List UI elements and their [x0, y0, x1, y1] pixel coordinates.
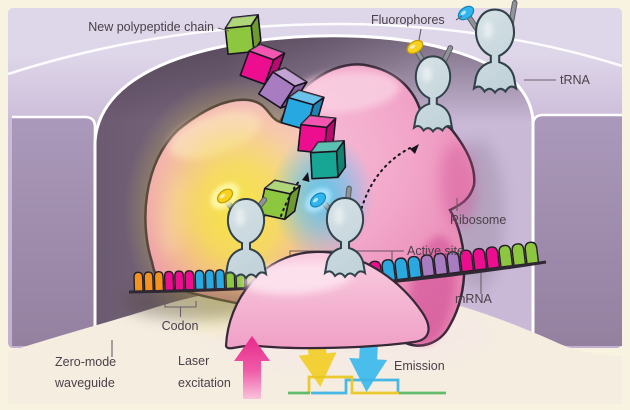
cube-front — [309, 150, 339, 180]
label-zero-mode-line2: waveguide — [54, 376, 115, 390]
mrna-base-green — [498, 244, 514, 268]
amino-acid-transfer-arrow — [280, 179, 301, 217]
label-ribosome: Ribosome — [450, 213, 506, 227]
mrna-base-purple — [446, 251, 462, 275]
mrna-base-magenta — [472, 247, 488, 272]
mrna-base-orange — [153, 271, 165, 292]
polypeptide-chain — [224, 14, 347, 225]
leader-lines — [111, 15, 556, 357]
cube-side-shade — [336, 140, 346, 178]
mrna-base-magenta — [485, 246, 501, 270]
fluorophore-sheen — [219, 193, 226, 199]
mrna-strand-left — [128, 286, 259, 294]
label-fluorophores: Fluorophores — [371, 13, 445, 27]
mrna-base-orange — [143, 271, 155, 292]
label-codon: Codon — [162, 319, 199, 333]
cube-top-light — [310, 140, 345, 153]
labels: New polypeptide chain Fluorophores tRNA … — [54, 13, 591, 390]
mrna-base-green — [524, 241, 540, 265]
cube-top-light — [272, 68, 307, 87]
mrna-base-purple — [420, 254, 436, 278]
trna-exit-arrow — [359, 147, 411, 215]
leader-new-polypeptide — [217, 27, 230, 32]
mrna-base-magenta — [459, 249, 475, 273]
cube-top-light — [288, 90, 324, 105]
label-laser-line2: excitation — [178, 376, 231, 390]
cube-side-shade — [284, 185, 301, 220]
mrna-base-blue — [194, 269, 206, 291]
amino-acid-cube-teal — [309, 140, 347, 180]
label-emission: Emission — [394, 359, 445, 373]
mrna-base-magenta — [184, 270, 195, 291]
waveguide-left-wall — [12, 117, 95, 346]
mrna-base-blue — [407, 255, 423, 279]
leader-fluorophore-yellow — [418, 28, 422, 41]
left-wall-outline — [12, 115, 97, 340]
mrna-base-blue — [204, 269, 216, 291]
mrna-base-orange — [133, 271, 144, 293]
reaction-arrows — [280, 144, 419, 217]
waveguide-rim-arc — [7, 22, 623, 76]
leader-fluorophore-blue — [455, 15, 463, 21]
waveguide-right-wall — [533, 115, 622, 346]
trna-exiting — [406, 39, 454, 133]
mrna-base-blue — [214, 269, 226, 290]
trna-p-site-docked — [210, 182, 269, 279]
label-zero-mode-line1: Zero-mode — [55, 355, 116, 369]
label-active-site: Active site — [407, 244, 464, 258]
label-trna: tRNA — [560, 73, 591, 87]
trace-yellow-dye-signal — [307, 375, 399, 395]
laser-excitation-arrow — [234, 336, 270, 399]
mrna-base-magenta — [163, 270, 175, 292]
fluorophore-p-site-docked — [216, 188, 234, 204]
label-new-polypeptide-chain: New polypeptide chain — [88, 20, 214, 34]
trace-blue-dye-signal — [311, 378, 400, 395]
attached-amino-acid-cube — [258, 179, 301, 221]
fluorophore-sheen — [409, 44, 416, 49]
emission-signal-trace — [288, 375, 446, 395]
mrna-base-purple — [433, 252, 449, 276]
cube-top-light — [300, 115, 336, 128]
fluorophore-sheen — [312, 197, 319, 203]
cube-front — [257, 71, 296, 109]
label-laser-line1: Laser — [178, 354, 209, 368]
label-mrna: mRNA — [455, 292, 492, 306]
mrna-base-blue — [394, 257, 410, 281]
cube-top-light — [264, 180, 301, 194]
mrna-base-green — [511, 243, 527, 267]
floor-shadow — [123, 284, 267, 320]
cube-top-light — [249, 44, 285, 60]
trna-a-site-docked — [304, 185, 366, 278]
trna-free — [457, 0, 519, 94]
codon-bracket — [164, 301, 197, 317]
mrna-base-magenta — [174, 270, 185, 291]
fluorophore-sheen — [460, 10, 467, 16]
fluorophore-exiting — [406, 39, 424, 55]
